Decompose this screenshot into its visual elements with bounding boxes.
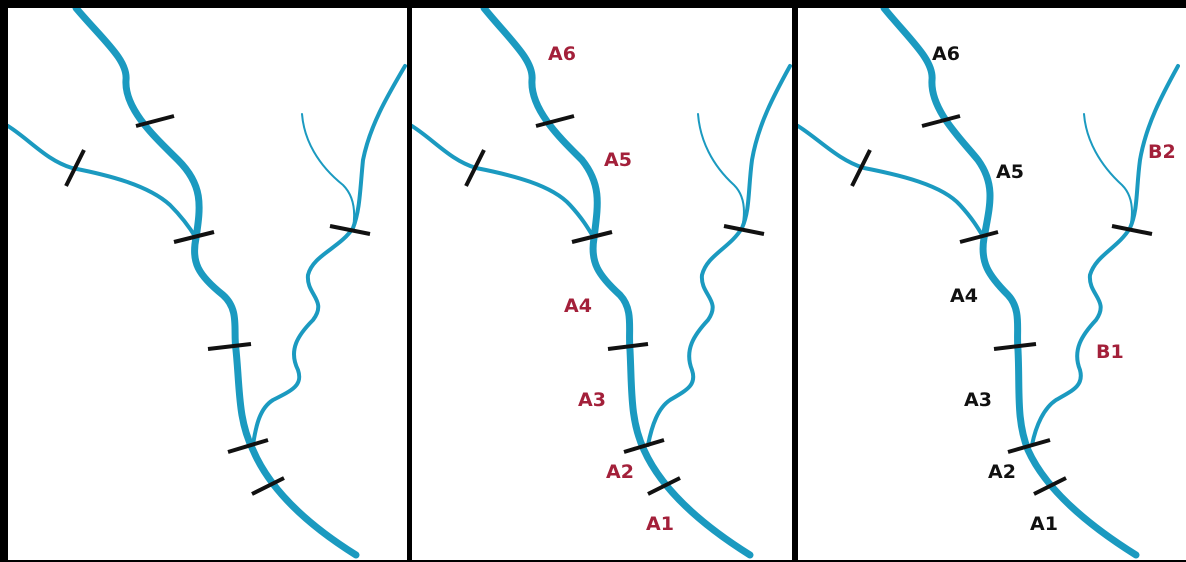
segment-tick: [1033, 476, 1067, 496]
right-tributary-upper-branch: [301, 113, 356, 229]
segment-tick: [993, 342, 1037, 351]
segment-tick: [251, 476, 285, 496]
river-network-diagram-1: [8, 4, 407, 559]
segment-tick: [64, 149, 86, 187]
panel-2: A6 A5 A4 A3 A2 A1: [412, 0, 792, 562]
river-network-diagram-3: A6 A5 A4 A3 A2 A1 B2 B1: [798, 4, 1180, 559]
segment-label-a3: A3: [578, 389, 606, 411]
segment-label-a6: A6: [548, 43, 576, 65]
segment-label-a3: A3: [964, 389, 992, 411]
segment-label-a5: A5: [996, 161, 1024, 183]
segment-tick: [535, 114, 575, 128]
segment-label-b2: B2: [1148, 141, 1176, 163]
segment-tick: [647, 476, 681, 496]
right-tributary-upper-branch: [697, 113, 745, 229]
left-tributary: [412, 124, 596, 240]
segment-label-a5: A5: [604, 149, 632, 171]
segment-tick: [173, 230, 215, 244]
segment-label-a2: A2: [606, 461, 634, 483]
right-tributary: [251, 64, 407, 447]
segment-label-a6: A6: [932, 43, 960, 65]
segment-label-a4: A4: [950, 285, 978, 307]
segment-tick: [607, 342, 649, 351]
panel-divider-1: [407, 0, 412, 562]
segment-tick: [1007, 438, 1051, 454]
right-tributary: [1030, 64, 1180, 447]
segment-label-a1: A1: [1030, 513, 1058, 535]
segment-label-b1: B1: [1096, 341, 1124, 363]
segment-tick: [207, 342, 252, 351]
segment-label-a2: A2: [988, 461, 1016, 483]
segment-tick: [227, 438, 269, 454]
segment-tick: [571, 230, 613, 244]
left-tributary: [798, 124, 986, 240]
left-tributary: [8, 124, 198, 240]
panel-3: A6 A5 A4 A3 A2 A1 B2 B1: [798, 0, 1180, 562]
segment-label-a4: A4: [564, 295, 592, 317]
segment-tick: [1111, 224, 1153, 236]
frame-left: [0, 0, 8, 562]
segment-label-a1: A1: [646, 513, 674, 535]
frame-top: [0, 0, 1186, 8]
segment-tick: [464, 149, 486, 187]
segment-tick: [921, 114, 961, 128]
panel-divider-2: [792, 0, 798, 562]
segment-tick: [135, 114, 175, 128]
panel-1: [8, 0, 407, 562]
main-river: [72, 4, 360, 559]
segment-tick: [850, 149, 872, 187]
river-network-diagram-2: A6 A5 A4 A3 A2 A1: [412, 4, 792, 559]
main-river: [480, 4, 754, 559]
segment-tick: [723, 224, 765, 236]
right-tributary: [646, 64, 792, 447]
right-tributary-upper-branch: [1083, 113, 1133, 229]
frame-bottom: [0, 560, 1186, 562]
main-river: [880, 4, 1140, 559]
segment-tick: [959, 230, 999, 244]
segment-tick: [329, 224, 371, 236]
segment-tick: [623, 438, 665, 454]
